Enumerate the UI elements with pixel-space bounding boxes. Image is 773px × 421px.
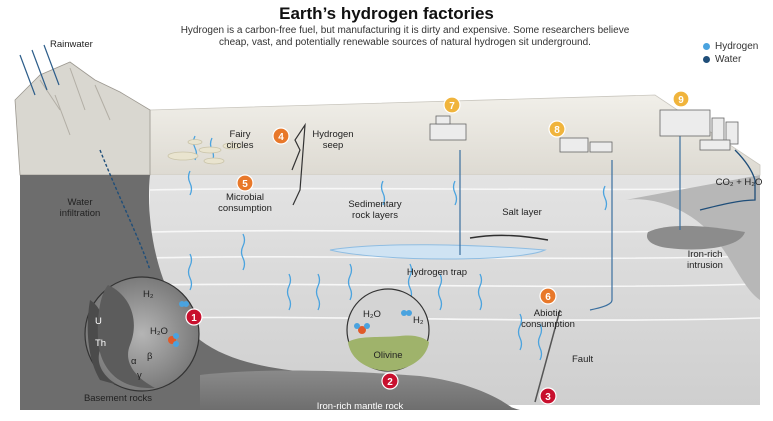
water-infiltration-label: Water bbox=[68, 197, 93, 208]
gamma-label: γ bbox=[137, 370, 142, 381]
marker-6: 6 bbox=[539, 287, 557, 305]
mantle-rock bbox=[200, 370, 515, 410]
svg-text:2: 2 bbox=[387, 377, 393, 388]
marker-7: 7 bbox=[443, 96, 461, 114]
water-swatch bbox=[703, 56, 710, 63]
iron-rich-label: Iron-rich bbox=[688, 249, 723, 260]
hydrogen-swatch bbox=[703, 43, 710, 50]
sedimentary-label: Sedimentary bbox=[348, 199, 402, 210]
mantle-label: Iron-rich mantle rock bbox=[317, 401, 404, 412]
water-outflow bbox=[699, 149, 756, 211]
marker-8: 8 bbox=[548, 120, 566, 138]
svg-text:5: 5 bbox=[242, 179, 248, 190]
svg-text:6: 6 bbox=[545, 292, 551, 303]
wells bbox=[459, 130, 681, 311]
marker-5: 5 bbox=[236, 174, 254, 192]
hydrogen-seep bbox=[291, 122, 306, 206]
water-infiltration-label-2: infiltration bbox=[60, 208, 101, 219]
co2-h2o-label: CO₂ + H₂O bbox=[716, 177, 763, 188]
rain-arrows bbox=[19, 44, 60, 96]
marker-9: 9 bbox=[672, 90, 690, 108]
svg-text:8: 8 bbox=[554, 125, 560, 136]
u-label: U bbox=[95, 316, 102, 327]
hydrogen-trap bbox=[329, 244, 547, 260]
marker-3: 3 bbox=[539, 387, 557, 405]
fairy-circles-label: Fairy bbox=[229, 129, 250, 140]
diagram-subtitle: Hydrogen is a carbon-free fuel, but manu… bbox=[180, 25, 630, 48]
beta-label: β bbox=[147, 351, 153, 362]
marker-1: 1 bbox=[185, 308, 203, 326]
marker-2: 2 bbox=[381, 372, 399, 390]
salt-layer bbox=[469, 234, 549, 241]
molecules bbox=[168, 301, 412, 347]
hydrogen-seep-label-2: seep bbox=[323, 140, 344, 151]
hydrogen-seep-label: Hydrogen bbox=[312, 129, 353, 140]
sedimentary-label-2: rock layers bbox=[352, 210, 398, 221]
th-label: Th bbox=[95, 338, 106, 349]
iron-rich-label-2: intrusion bbox=[687, 260, 723, 271]
svg-text:1: 1 bbox=[191, 313, 197, 324]
h2-label-inset2: H₂ bbox=[413, 315, 424, 326]
svg-text:3: 3 bbox=[545, 392, 551, 403]
iron-rich-intrusion bbox=[646, 225, 745, 250]
basement-label: Basement rocks bbox=[84, 393, 152, 404]
svg-text:7: 7 bbox=[449, 101, 455, 112]
mountain bbox=[14, 61, 151, 176]
rainwater-label: Rainwater bbox=[50, 39, 93, 50]
legend-item-hydrogen: Hydrogen bbox=[703, 40, 758, 53]
diagram-title: Earth’s hydrogen factories bbox=[279, 4, 494, 23]
abiotic-label-2: consumption bbox=[521, 319, 575, 330]
facility-7 bbox=[429, 115, 467, 141]
abiotic-label: Abiotic bbox=[534, 308, 563, 319]
legend-label: Hydrogen bbox=[715, 41, 759, 52]
salt-layer-label: Salt layer bbox=[502, 207, 542, 218]
facility-9 bbox=[659, 109, 739, 151]
sediment-block bbox=[150, 175, 760, 405]
water-infiltration-path bbox=[99, 149, 151, 271]
microbial-label: Microbial bbox=[226, 192, 264, 203]
fairy-circles-label-2: circles bbox=[227, 140, 254, 151]
legend: Hydrogen Water bbox=[703, 40, 758, 66]
svg-text:9: 9 bbox=[678, 95, 684, 106]
legend-label: Water bbox=[715, 54, 742, 65]
marker-4: 4 bbox=[272, 127, 290, 145]
fairy-circles bbox=[167, 139, 242, 165]
fault-line bbox=[534, 309, 561, 403]
microbial-label-2: consumption bbox=[218, 203, 272, 214]
h2o-label-inset1: H₂O bbox=[150, 326, 168, 337]
svg-text:4: 4 bbox=[278, 132, 284, 143]
olivine-label: Olivine bbox=[373, 350, 402, 361]
right-rock bbox=[625, 175, 760, 300]
facility-8 bbox=[559, 137, 613, 153]
alpha-label: α bbox=[131, 356, 137, 367]
h2o-label-inset2: H₂O bbox=[363, 309, 381, 320]
h2-label-inset1: H₂ bbox=[143, 289, 154, 300]
fault-label: Fault bbox=[572, 354, 593, 365]
legend-item-water: Water bbox=[703, 53, 758, 66]
hydrogen-trap-label: Hydrogen trap bbox=[407, 267, 467, 278]
